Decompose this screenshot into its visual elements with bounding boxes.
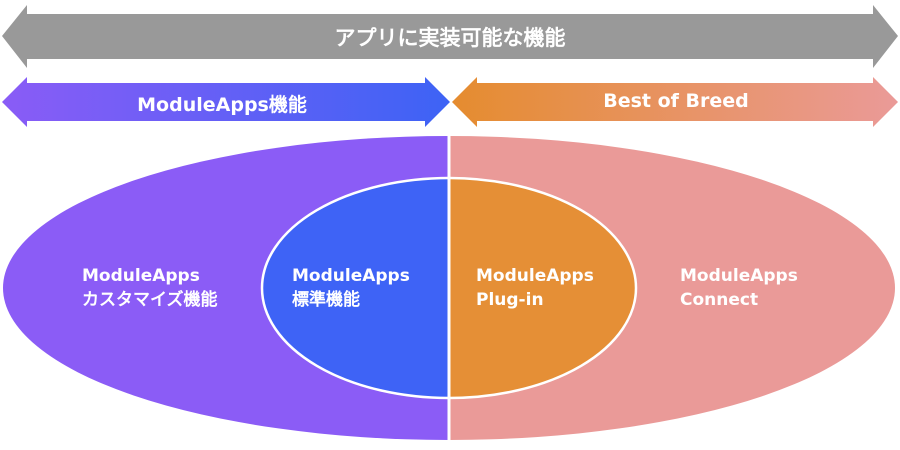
left-double-arrow bbox=[2, 77, 450, 127]
outer-left-line2: カスタマイズ機能 bbox=[82, 290, 218, 310]
right-arrow-label: Best of Breed bbox=[603, 90, 749, 112]
outer-left-line1: ModuleApps bbox=[82, 266, 200, 286]
inner-left-area bbox=[262, 178, 449, 398]
inner-left-line1: ModuleApps bbox=[292, 266, 410, 286]
top-double-arrow bbox=[2, 5, 898, 68]
left-arrow-label: ModuleApps機能 bbox=[137, 94, 307, 116]
inner-right-line2: Plug-in bbox=[476, 290, 544, 310]
right-double-arrow bbox=[452, 77, 898, 127]
inner-left-line2: 標準機能 bbox=[292, 290, 360, 310]
inner-left-label: ModuleApps 標準機能 bbox=[292, 264, 410, 312]
inner-right-area bbox=[449, 178, 636, 398]
outer-left-label: ModuleApps カスタマイズ機能 bbox=[82, 264, 218, 312]
top-arrow-label: アプリに実装可能な機能 bbox=[334, 26, 566, 50]
inner-right-line1: ModuleApps bbox=[476, 266, 594, 286]
inner-right-label: ModuleApps Plug-in bbox=[476, 264, 594, 312]
outer-right-label: ModuleApps Connect bbox=[680, 264, 798, 312]
outer-right-line2: Connect bbox=[680, 290, 759, 310]
outer-right-line1: ModuleApps bbox=[680, 266, 798, 286]
